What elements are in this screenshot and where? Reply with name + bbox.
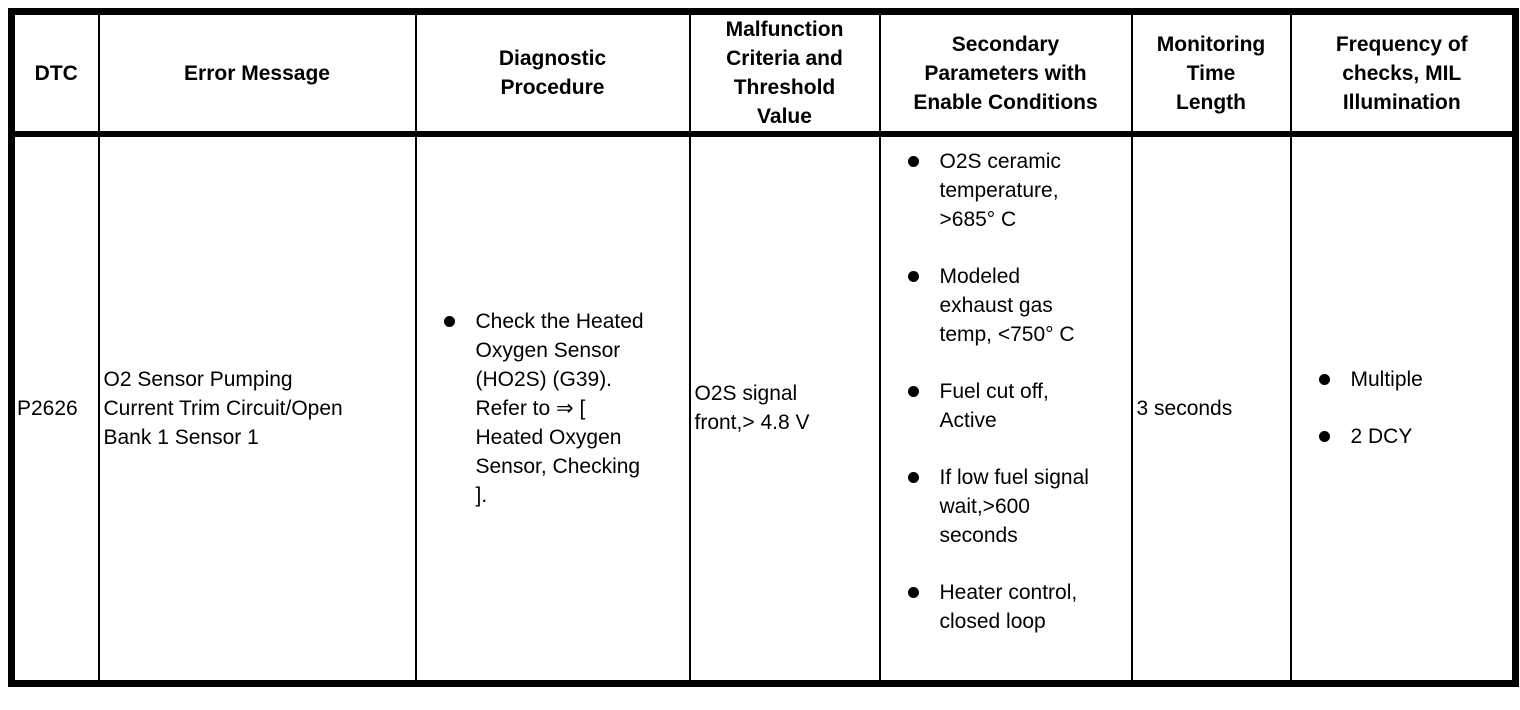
- dtc-code: P2626: [17, 396, 78, 420]
- secondary-parameter-text: If low fuel signal wait,>600 seconds: [939, 466, 1089, 547]
- header-frequency-label: Frequency of checks, MIL Illumination: [1335, 32, 1468, 114]
- list-item: Heater control, closed loop: [907, 578, 1129, 636]
- header-dtc-label: DTC: [34, 61, 78, 85]
- header-dtc: DTC: [10, 10, 100, 137]
- cell-dtc: P2626: [10, 133, 100, 684]
- header-diagnostic-procedure-label: Diagnostic Procedure: [498, 47, 607, 99]
- list-item: O2S ceramic temperature, >685° C: [907, 147, 1129, 234]
- malfunction-criteria-text: O2S signal front,> 4.8 V: [694, 382, 810, 435]
- monitoring-time-text: 3 seconds: [1136, 396, 1233, 420]
- list-item: If low fuel signal wait,>600 seconds: [907, 463, 1129, 550]
- frequency-item-text: 2 DCY: [1350, 425, 1413, 449]
- dtc-table: DTC Error Message Diagnostic Procedure M…: [8, 8, 1519, 687]
- table-header-row: DTC Error Message Diagnostic Procedure M…: [10, 10, 1517, 137]
- bullet-icon: [907, 587, 919, 598]
- secondary-parameter-text: O2S ceramic temperature, >685° C: [939, 150, 1061, 231]
- table-row: P2626 O2 Sensor Pumping Current Trim Cir…: [10, 133, 1517, 684]
- list-item: Modeled exhaust gas temp, <750° C: [907, 262, 1129, 349]
- list-item: Check the Heated Oxygen Sensor (HO2S) (G…: [443, 307, 687, 510]
- cell-diagnostic-procedure: Check the Heated Oxygen Sensor (HO2S) (G…: [414, 133, 691, 684]
- bullet-icon: [1318, 431, 1330, 443]
- error-message-text: O2 Sensor Pumping Current Trim Circuit/O…: [103, 367, 343, 449]
- list-item: Multiple: [1318, 365, 1511, 394]
- header-error-message-label: Error Message: [184, 61, 330, 85]
- list-item: Fuel cut off, Active: [907, 377, 1129, 435]
- bullet-icon: [443, 315, 455, 327]
- cell-error-message: O2 Sensor Pumping Current Trim Circuit/O…: [97, 133, 417, 684]
- frequency-list: Multiple 2 DCY: [1293, 365, 1513, 451]
- bullet-icon: [907, 271, 919, 282]
- header-malfunction-criteria: Malfunction Criteria and Threshold Value: [688, 10, 881, 137]
- cell-frequency: Multiple 2 DCY: [1289, 133, 1517, 684]
- header-malfunction-criteria-label: Malfunction Criteria and Threshold Value: [725, 18, 844, 128]
- cell-monitoring-time: 3 seconds: [1130, 133, 1292, 684]
- list-item: 2 DCY: [1318, 422, 1511, 451]
- bullet-icon: [907, 386, 919, 397]
- cell-secondary-parameters: O2S ceramic temperature, >685° C Modeled…: [878, 133, 1133, 684]
- bullet-icon: [1318, 374, 1330, 386]
- header-secondary-parameters-label: Secondary Parameters with Enable Conditi…: [913, 32, 1098, 114]
- bullet-icon: [907, 472, 919, 483]
- header-secondary-parameters: Secondary Parameters with Enable Conditi…: [878, 10, 1133, 137]
- cell-malfunction-criteria: O2S signal front,> 4.8 V: [688, 133, 881, 684]
- diagnostic-procedure-list: Check the Heated Oxygen Sensor (HO2S) (G…: [418, 307, 688, 510]
- secondary-parameters-list: O2S ceramic temperature, >685° C Modeled…: [882, 137, 1130, 636]
- secondary-parameter-text: Modeled exhaust gas temp, <750° C: [939, 265, 1075, 346]
- secondary-parameter-text: Heater control, closed loop: [939, 581, 1078, 633]
- header-monitoring-time-label: Monitoring Time Length: [1156, 32, 1266, 114]
- header-monitoring-time: Monitoring Time Length: [1130, 10, 1292, 137]
- header-error-message: Error Message: [97, 10, 417, 137]
- secondary-parameter-text: Fuel cut off, Active: [939, 380, 1049, 432]
- diagnostic-step-text: Check the Heated Oxygen Sensor (HO2S) (G…: [475, 309, 644, 507]
- bullet-icon: [907, 156, 919, 167]
- header-diagnostic-procedure: Diagnostic Procedure: [414, 10, 691, 137]
- header-frequency: Frequency of checks, MIL Illumination: [1289, 10, 1517, 137]
- frequency-item-text: Multiple: [1350, 368, 1423, 392]
